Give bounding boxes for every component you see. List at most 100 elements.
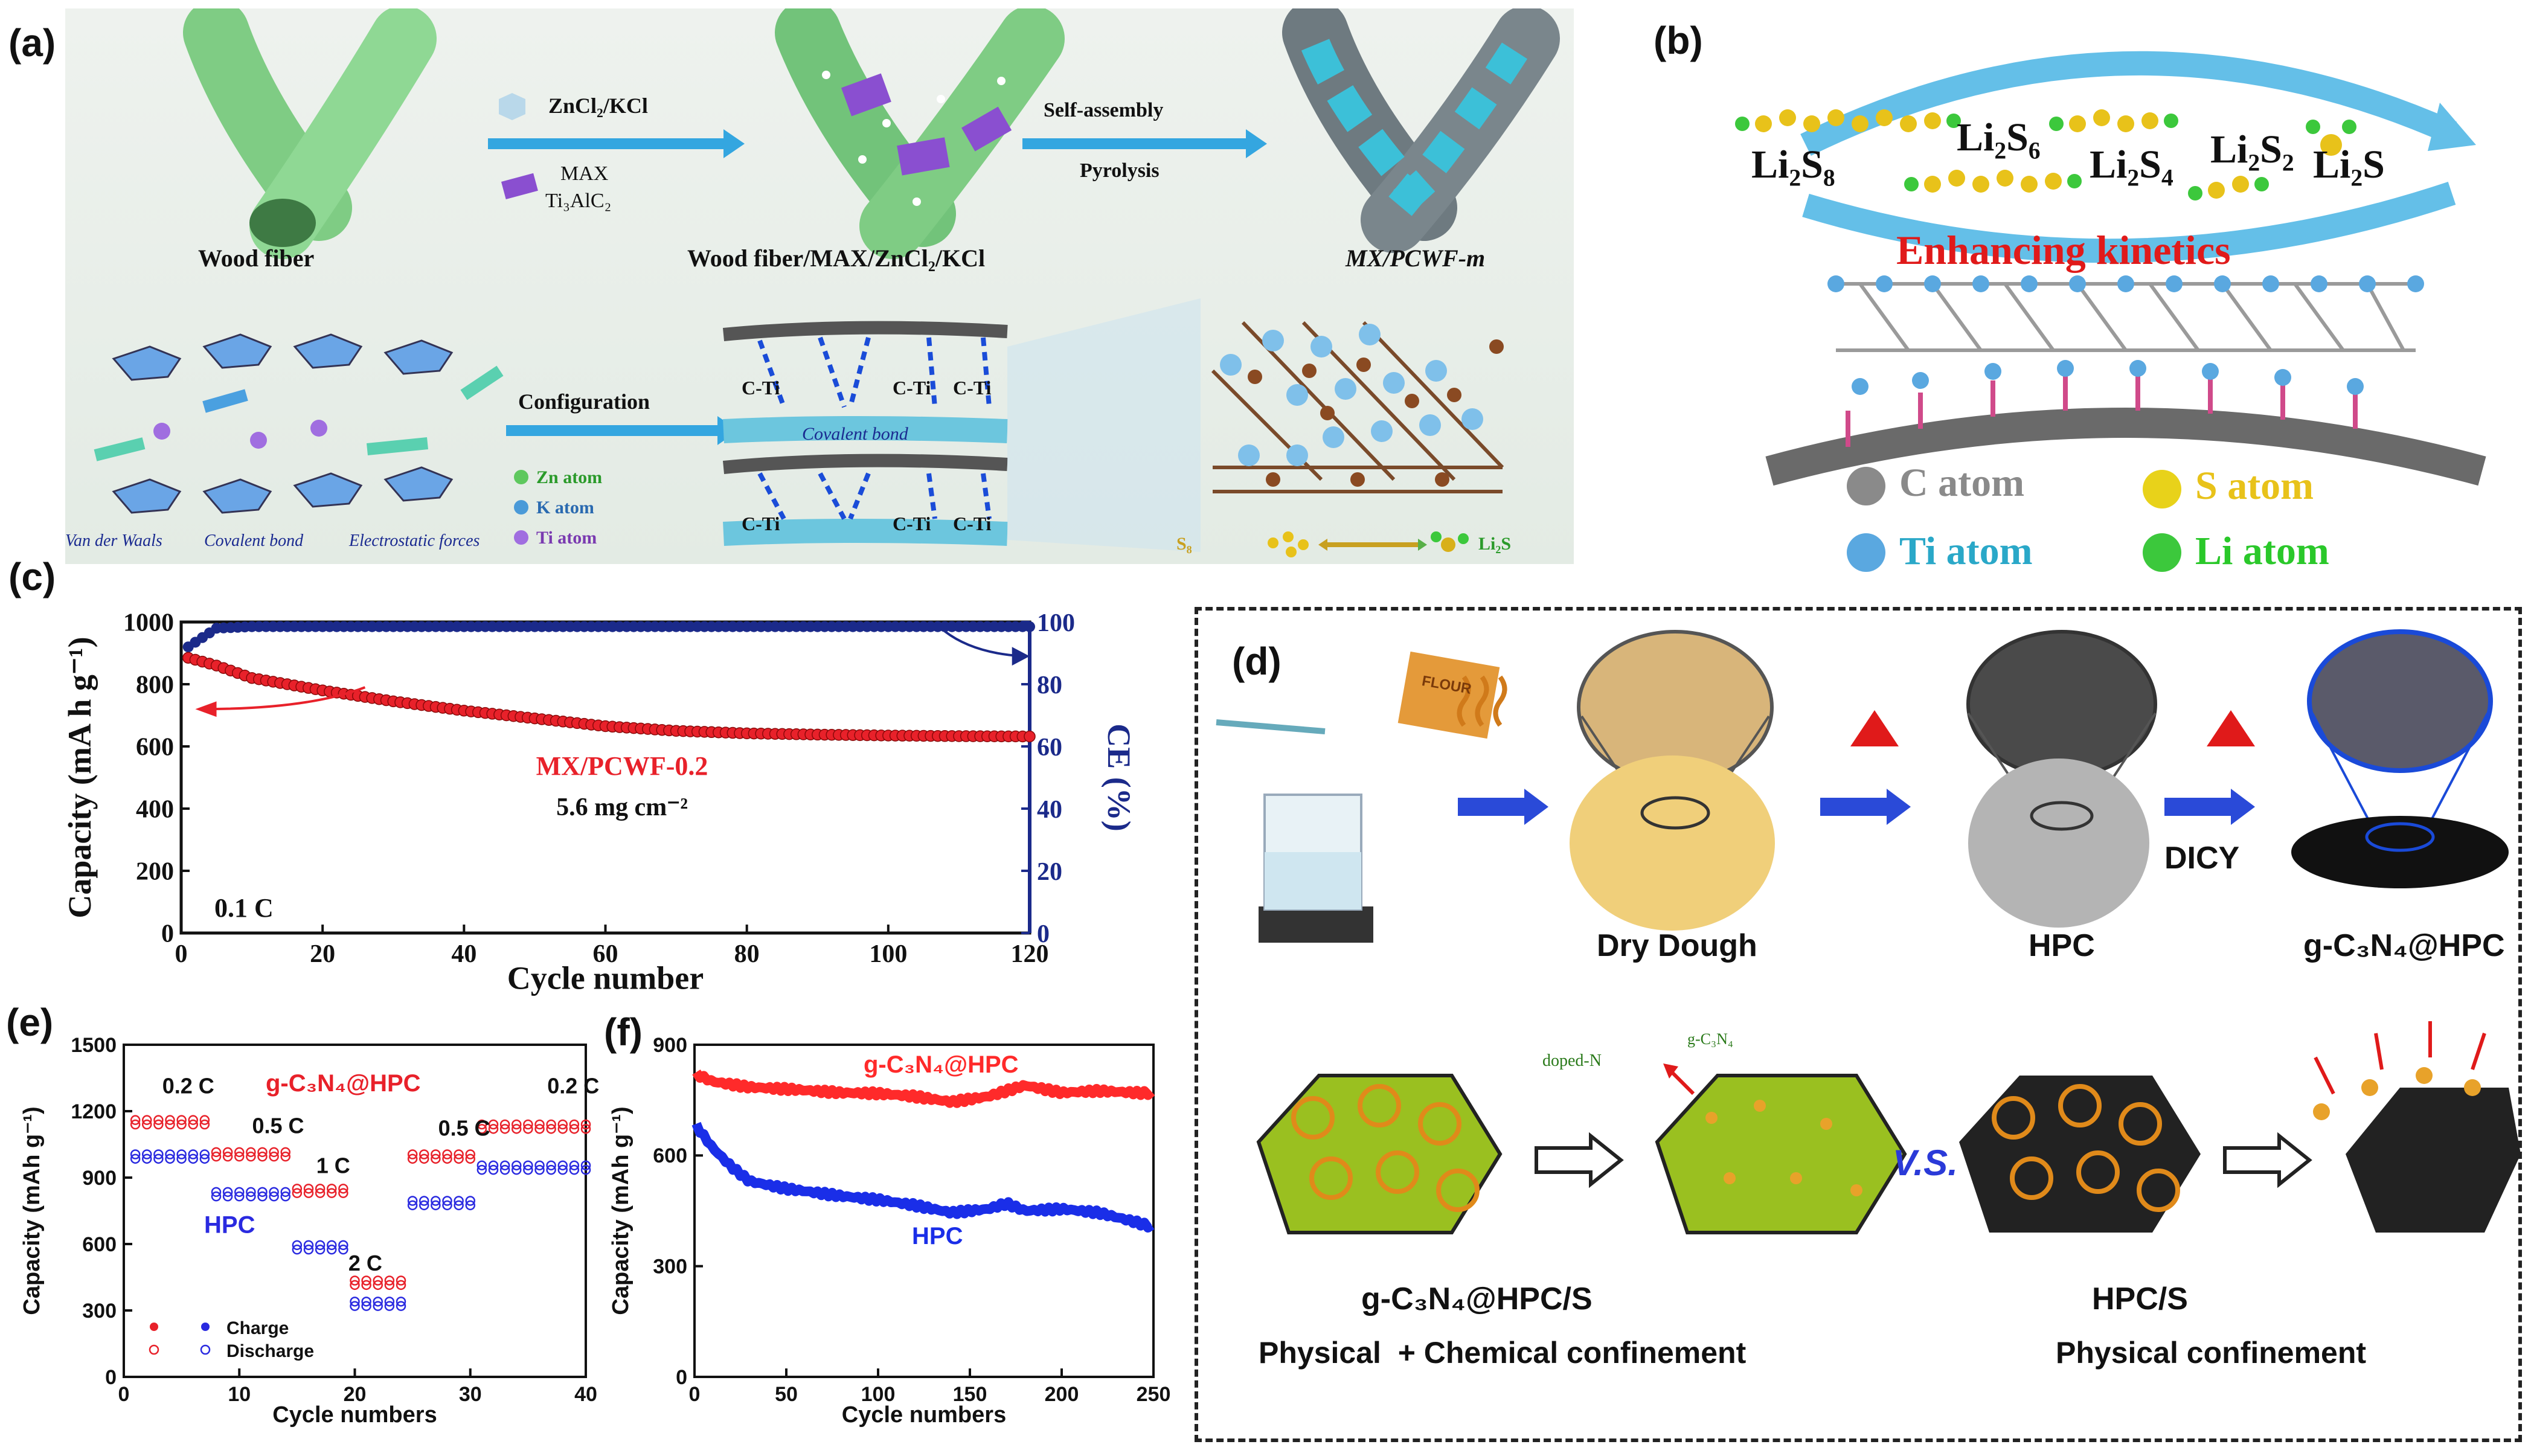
gc3n4-hpc-s-illustration bbox=[1256, 1074, 1503, 1234]
gc3n4-charge-point bbox=[534, 1124, 545, 1134]
covalent-bond-note: Covalent bond bbox=[204, 531, 304, 550]
y2-tick-label: 80 bbox=[1037, 672, 1062, 699]
y-tick-label: 400 bbox=[136, 796, 174, 824]
x-tick-label: 100 bbox=[869, 940, 907, 968]
gc3n4-hpc-series-line bbox=[692, 1070, 1155, 1108]
s8-li2s-conversion bbox=[1268, 531, 1469, 557]
hpc-charge-point bbox=[280, 1191, 290, 1202]
panel-d-art bbox=[1216, 629, 2521, 1234]
ti-atom-dot bbox=[153, 423, 170, 440]
hpc-charge-point bbox=[165, 1153, 175, 1164]
hpc-charge-point bbox=[431, 1200, 441, 1211]
hpc-charge-point bbox=[569, 1164, 580, 1175]
cellulose-structure bbox=[112, 333, 454, 514]
gc3n4-charge-point bbox=[476, 1124, 487, 1134]
hpc-series-label: HPC bbox=[204, 1212, 255, 1239]
s8-label: S₈ bbox=[1176, 534, 1192, 554]
max-flake-icon bbox=[501, 173, 538, 199]
y-tick-label: 1500 bbox=[71, 1034, 117, 1057]
hpc-discharge-point bbox=[315, 1240, 326, 1251]
rate-label: 0.5 C bbox=[438, 1115, 490, 1140]
ce-arrowhead bbox=[1012, 647, 1030, 666]
gc3n4-discharge-point bbox=[188, 1115, 198, 1125]
physical-chemical-label: Physical + Chemical confinement bbox=[1259, 1336, 1747, 1370]
hpc-charge-point bbox=[327, 1244, 337, 1255]
panel-a-art bbox=[94, 8, 1560, 557]
c-atom-label: C atom bbox=[1899, 461, 2025, 505]
hpc-charge-point bbox=[407, 1200, 418, 1211]
hpc-discharge-point bbox=[142, 1149, 152, 1159]
y2-axis-label: CE (%) bbox=[1101, 723, 1137, 831]
gc3n4-charge-point bbox=[569, 1124, 580, 1134]
hpc-discharge-point bbox=[488, 1160, 499, 1171]
composite-label: Wood fiber/MAX/ZnCl₂/KCl bbox=[687, 245, 986, 272]
ti-atom-label-b: Ti atom bbox=[1899, 529, 2033, 573]
gc3n4-charge-point bbox=[361, 1280, 371, 1291]
hpc-discharge-point bbox=[211, 1187, 222, 1198]
s-atom-label: S atom bbox=[2195, 464, 2314, 508]
cti-label-3: C-Ti bbox=[953, 377, 992, 399]
x-axis-label: Cycle number bbox=[507, 960, 704, 996]
hpc-discharge-point bbox=[153, 1149, 164, 1159]
blue-arrow-2 bbox=[1820, 789, 1911, 825]
y-tick-label: 200 bbox=[136, 858, 174, 886]
ce-axis-arrow bbox=[944, 630, 1023, 658]
li2s-label: Li₂S bbox=[1478, 534, 1512, 554]
mxene-sheet bbox=[1765, 275, 2486, 486]
x-tick-label: 250 bbox=[1137, 1383, 1171, 1406]
x-tick-label: 60 bbox=[593, 940, 618, 968]
gc3n4-tag: g-C₃N₄ bbox=[1687, 1030, 1733, 1048]
panel-label-b: (b) bbox=[1654, 19, 1703, 62]
x-tick-label: 150 bbox=[953, 1383, 987, 1406]
zn-atom-label: Zn atom bbox=[536, 467, 603, 487]
gc3n4-charge-point bbox=[580, 1124, 591, 1134]
hpc-charge-point bbox=[257, 1191, 268, 1202]
hpc-charge-point bbox=[234, 1191, 245, 1202]
x-tick-label: 20 bbox=[344, 1383, 367, 1406]
gc3n4-charge-point bbox=[315, 1188, 326, 1198]
reagent-zncl2-label: ZnCl₂/KCl bbox=[548, 94, 648, 118]
hpc-charge-point bbox=[442, 1200, 452, 1211]
hpc-discharge-point bbox=[384, 1297, 395, 1307]
y2-tick-label: 60 bbox=[1037, 734, 1062, 762]
hpc-discharge-point bbox=[338, 1240, 348, 1251]
panel-b-art bbox=[1735, 51, 2486, 572]
discharge-legend-blue bbox=[200, 1344, 211, 1355]
hpc-discharge-point bbox=[407, 1196, 418, 1206]
hpc-charge-point bbox=[222, 1191, 233, 1202]
dicy-label: DICY bbox=[2164, 841, 2240, 876]
y-tick-label: 0 bbox=[161, 920, 174, 948]
y-tick-label: 800 bbox=[136, 672, 174, 699]
x-tick-label: 0 bbox=[175, 940, 188, 968]
panel-b: Li₂S₈ Li₂S₆ Li₂S₄ Li₂S₂ Li₂S Enhancing k… bbox=[1727, 24, 2524, 580]
hpc-charge-point bbox=[142, 1153, 152, 1164]
gc3n4-charge-point bbox=[165, 1119, 175, 1130]
hpc-s-after bbox=[2313, 1021, 2521, 1233]
hpc-discharge-point bbox=[373, 1297, 383, 1307]
hpc-discharge-point bbox=[523, 1160, 533, 1171]
hpc-charge-point bbox=[176, 1153, 187, 1164]
gc3n4-discharge-point bbox=[499, 1119, 510, 1130]
gc3n4-discharge-point bbox=[199, 1115, 210, 1125]
cycle-arrow-top bbox=[1800, 51, 2457, 156]
gc3n4-discharge-point bbox=[211, 1147, 222, 1158]
hpc-discharge-point bbox=[350, 1297, 360, 1307]
gc3n4-charge-point bbox=[142, 1119, 152, 1130]
gc3n4-discharge-point bbox=[534, 1119, 545, 1130]
hpc-charge-point bbox=[512, 1164, 522, 1175]
hpc-discharge-point bbox=[165, 1149, 175, 1159]
ti-atom-legend-dot-b bbox=[1847, 533, 1885, 572]
li2s8-label: Li₂S₈ bbox=[1751, 143, 1835, 187]
capacity-axis-arrow bbox=[202, 686, 366, 711]
x-tick-label: 0 bbox=[118, 1383, 130, 1406]
x-tick-label: 10 bbox=[228, 1383, 251, 1406]
hpc-discharge-point bbox=[176, 1149, 187, 1159]
discharge-legend-red bbox=[149, 1344, 159, 1355]
polysulfide-chains bbox=[1735, 109, 2356, 200]
hpc-charge-point bbox=[488, 1164, 499, 1175]
gc3n4-discharge-point bbox=[442, 1149, 452, 1159]
gc3n4-charge-point bbox=[512, 1124, 522, 1134]
capacity-point bbox=[1024, 730, 1036, 743]
rate-label: 1 C bbox=[316, 1153, 350, 1178]
